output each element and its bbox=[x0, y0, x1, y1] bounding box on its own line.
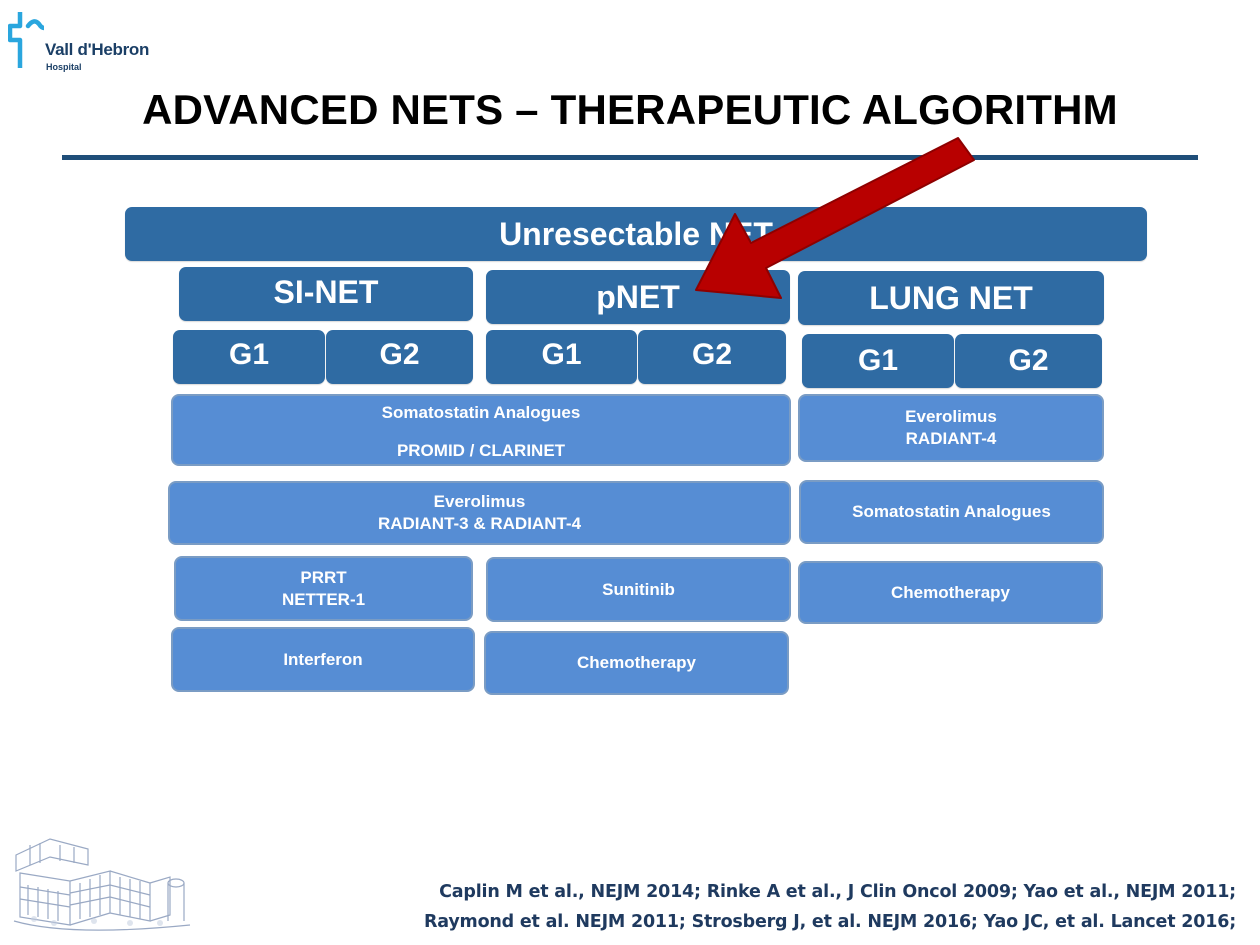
lung-net-grade-g1: G1 bbox=[802, 334, 954, 388]
treatment-line: PRRT bbox=[300, 567, 347, 587]
title-divider bbox=[62, 155, 1198, 160]
treatment-trial: RADIANT-4 bbox=[905, 429, 997, 448]
treatment-everolimus-lung: Everolimus RADIANT-4 bbox=[798, 394, 1104, 462]
treatment-line: Somatostatin Analogues bbox=[852, 502, 1051, 521]
pnet-grade-g1: G1 bbox=[486, 330, 637, 384]
treatment-line: Chemotherapy bbox=[890, 582, 1011, 602]
treatment-line: Chemotherapy bbox=[576, 653, 697, 672]
treatment-chemotherapy-lung: Chemotherapy bbox=[798, 561, 1103, 624]
references: Caplin M et al., NEJM 2014; Rinke A et a… bbox=[336, 877, 1236, 937]
treatment-sunitinib-pnet: Sunitinib bbox=[486, 557, 791, 622]
treatment-chemotherapy-pnet: Chemotherapy bbox=[484, 631, 789, 695]
treatment-line: Interferon bbox=[283, 649, 363, 669]
lung-net-grade-g2: G2 bbox=[955, 334, 1102, 388]
reference-line: Caplin M et al., NEJM 2014; Rinke A et a… bbox=[439, 882, 1236, 902]
hospital-logo: Vall d'Hebron Hospital bbox=[8, 10, 168, 74]
treatment-trial: NETTER-1 bbox=[281, 589, 366, 609]
treatment-line: Everolimus bbox=[905, 407, 997, 426]
column-pnet: pNET bbox=[486, 270, 790, 324]
pnet-grade-g2: G2 bbox=[638, 330, 786, 384]
reference-line: Raymond et al. NEJM 2011; Strosberg J, e… bbox=[424, 912, 1236, 932]
treatment-somatostatin-analogues-si-pnet: Somatostatin Analogues PROMID / CLARINET bbox=[171, 394, 791, 466]
slide-title: ADVANCED NETS – THERAPEUTIC ALGORITHM bbox=[142, 86, 1118, 133]
treatment-everolimus-si-pnet: Everolimus RADIANT-3 & RADIANT-4 bbox=[168, 481, 791, 545]
column-lung-net: LUNG NET bbox=[798, 271, 1104, 325]
treatment-line: Everolimus bbox=[433, 492, 526, 511]
si-net-grade-g1: G1 bbox=[173, 330, 325, 384]
treatment-somatostatin-analogues-lung: Somatostatin Analogues bbox=[799, 480, 1104, 544]
logo-name: Vall d'Hebron bbox=[45, 40, 150, 59]
vall-dhebron-cross-wave-logo-icon bbox=[8, 12, 44, 68]
unresectable-net-header: Unresectable NET bbox=[125, 207, 1147, 261]
column-si-net: SI-NET bbox=[179, 267, 473, 321]
logo-subtitle: Hospital bbox=[46, 62, 82, 72]
treatment-interferon-si: Interferon bbox=[171, 627, 475, 692]
si-net-grade-g2: G2 bbox=[326, 330, 473, 384]
treatment-trial: PROMID / CLARINET bbox=[396, 441, 566, 460]
treatment-trial: RADIANT-3 & RADIANT-4 bbox=[377, 514, 582, 533]
treatment-line: Sunitinib bbox=[602, 579, 675, 599]
treatment-line: Somatostatin Analogues bbox=[381, 403, 581, 422]
treatment-prrt-si: PRRT NETTER-1 bbox=[174, 556, 473, 621]
hospital-building-sketch-icon bbox=[13, 838, 191, 931]
